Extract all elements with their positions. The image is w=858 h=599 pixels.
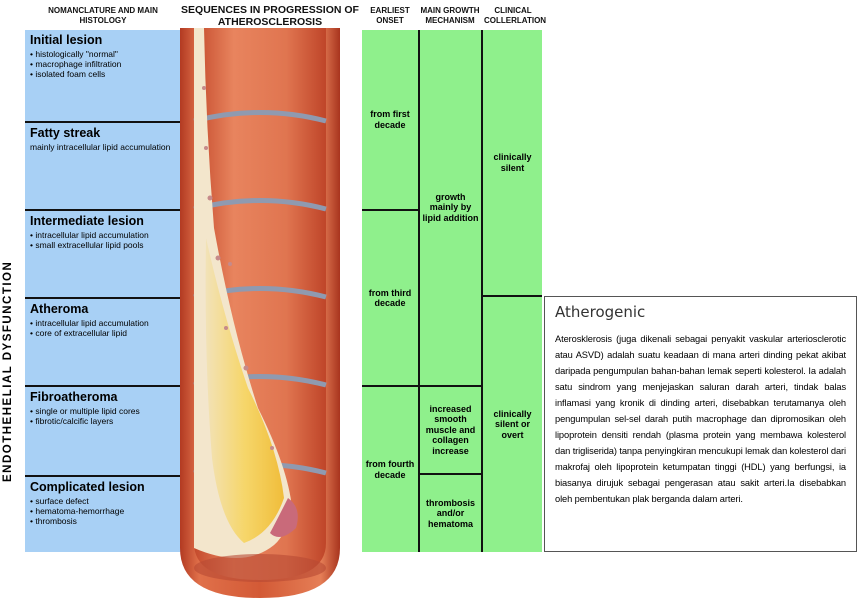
stage-item: surface defect [30, 496, 177, 506]
info-body: Aterosklerosis (juga dikenali sebagai pe… [555, 334, 846, 504]
growth-divider [420, 473, 481, 475]
atherogenic-info-box: Atherogenic Aterosklerosis (juga dikenal… [544, 296, 857, 552]
stage-separator [25, 121, 181, 123]
stage-item: thrombosis [30, 516, 177, 526]
column-divider [481, 30, 483, 552]
onset-column-bg [362, 30, 418, 552]
onset-first-decade: from first decade [370, 109, 410, 130]
onset-divider [362, 209, 418, 211]
stage-intermediate-lesion: Intermediate lesion intracellular lipid … [25, 211, 181, 297]
header-nomenclature: NOMANCLATURE AND MAIN HISTOLOGY [48, 6, 158, 25]
side-label-text: ENDOTHEHELIAL DYSFUNCTION [2, 186, 20, 556]
stage-item: intracellular lipid accumulation [30, 318, 177, 328]
clinical-silent: clinically silent [493, 152, 532, 173]
stage-fibroatheroma: Fibroatheroma single or multiple lipid c… [25, 387, 181, 475]
stage-item: core of extracellular lipid [30, 328, 177, 338]
stage-desc: mainly intracellular lipid accumulation [30, 142, 171, 152]
side-label: ENDOTHEHELIAL DYSFUNCTION [0, 186, 22, 556]
growth-divider [420, 385, 481, 387]
stage-item: fibrotic/calcific layers [30, 416, 177, 426]
growth-column-bg [420, 30, 481, 552]
header-growth-mechanism: MAIN GROWTH MECHANISM [420, 6, 480, 25]
stage-fatty-streak: Fatty streak mainly intracellular lipid … [25, 123, 181, 209]
header-earliest-onset: EARLIEST ONSET [370, 6, 410, 25]
clinical-divider [483, 295, 542, 297]
stage-item: macrophage infiltration [30, 59, 177, 69]
column-divider [418, 30, 420, 552]
stage-title: Fibroatheroma [30, 390, 118, 404]
growth-lipid-addition: growth mainly by lipid addition [422, 191, 479, 223]
stage-item: isolated foam cells [30, 69, 177, 79]
header-sequences: SEQUENCES IN PROGRESSION OF ATHEROSCLERO… [181, 4, 359, 28]
clinical-silent-or-overt: clinically silent or overt [493, 408, 532, 440]
stage-atheroma: Atheroma intracellular lipid accumulatio… [25, 299, 181, 385]
onset-fourth-decade: from fourth decade [365, 459, 415, 480]
stage-separator [25, 475, 181, 477]
clinical-column-bg [483, 30, 542, 552]
onset-divider [362, 385, 418, 387]
stage-title: Fatty streak [30, 126, 101, 140]
stage-separator [25, 209, 181, 211]
artery-illustration [180, 28, 340, 598]
growth-smooth-muscle: increased smooth muscle and collagen inc… [425, 403, 476, 456]
stage-separator [25, 385, 181, 387]
stage-item: intracellular lipid accumulation [30, 230, 177, 240]
onset-third-decade: from third decade [368, 287, 412, 309]
stage-item: single or multiple lipid cores [30, 406, 177, 416]
info-title: Atherogenic [555, 303, 646, 321]
stage-separator [25, 297, 181, 299]
stage-title: Atheroma [30, 302, 89, 316]
header-clinical: CLINICAL COLLERLATION [484, 6, 547, 25]
stage-item: hematoma-hemorrhage [30, 506, 177, 516]
stage-initial-lesion: Initial lesion histologically "normal" m… [25, 30, 181, 121]
stage-title: Intermediate lesion [30, 214, 144, 228]
stage-title: Initial lesion [30, 33, 103, 47]
stage-complicated-lesion: Complicated lesion surface defect hemato… [25, 477, 181, 552]
stage-item: histologically "normal" [30, 49, 177, 59]
growth-thrombosis: thrombosis and/or hematoma [425, 497, 475, 529]
stage-item: small extracellular lipid pools [30, 240, 177, 250]
stage-title: Complicated lesion [30, 480, 145, 494]
